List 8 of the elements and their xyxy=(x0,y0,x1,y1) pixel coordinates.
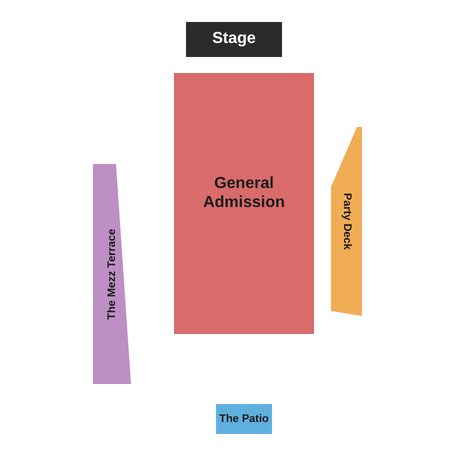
section-label: Stage xyxy=(212,30,256,49)
section-label: The Mezz Terrace xyxy=(106,228,118,320)
seating-section xyxy=(216,404,272,434)
seating-section xyxy=(174,73,314,334)
stage-block xyxy=(186,22,282,57)
section-label: The Patio xyxy=(219,412,269,426)
section-label: Party Deck xyxy=(340,193,353,250)
section-label: General Admission xyxy=(202,175,286,212)
